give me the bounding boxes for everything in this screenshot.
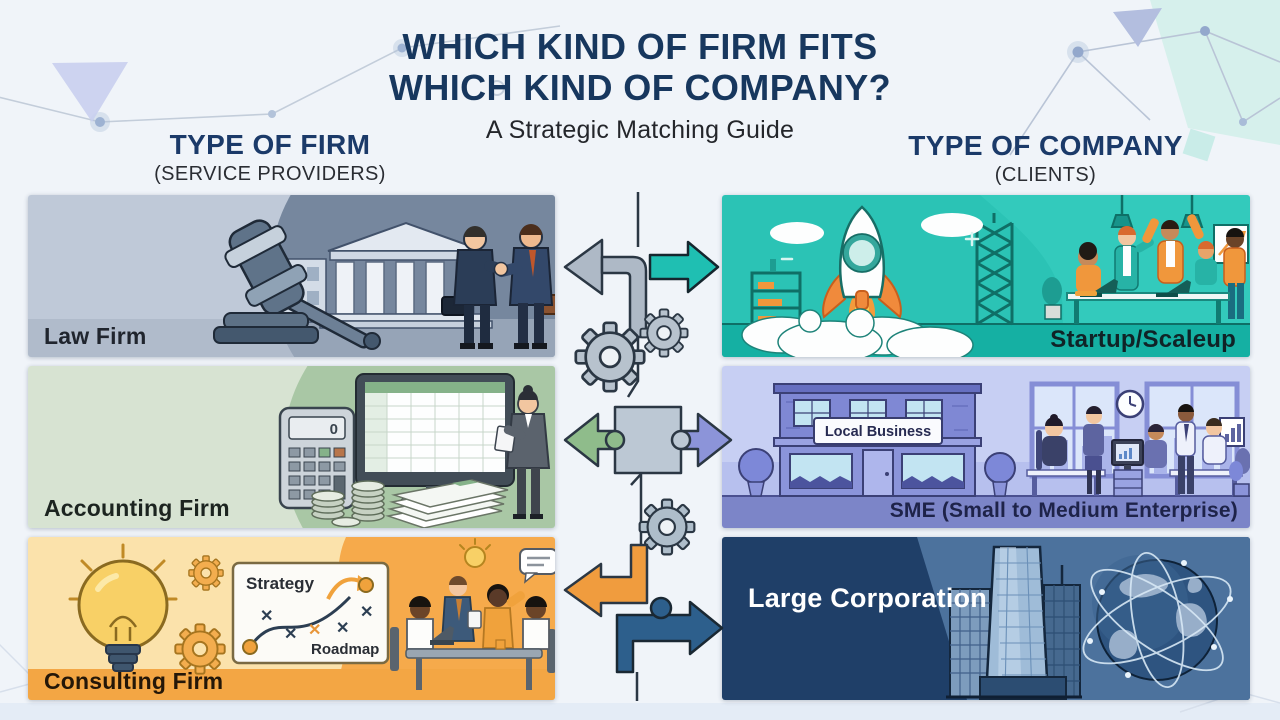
companies-heading: TYPE OF COMPANY: [908, 130, 1183, 161]
connector-row1-arrows: [563, 238, 720, 339]
spreadsheet-monitor-icon: [355, 373, 515, 507]
strategy-roadmap-board: Strategy Roadmap ✕ ✕ ✕ ✕ ✕: [231, 561, 390, 665]
smoke-clouds: [741, 308, 974, 357]
accounting-firm-label: Accounting Firm: [44, 495, 230, 521]
connector-row3-arrows: [563, 543, 724, 674]
local-business-storefront-icon: Local Business: [738, 383, 1016, 497]
report-stack-icon: [385, 479, 509, 528]
accountant-icon: [494, 385, 551, 519]
board-strategy-label: Strategy: [246, 574, 315, 593]
column-header-firms: TYPE OF FIRM (SERVICE PROVIDERS): [85, 129, 455, 186]
card-sme: Local Business: [722, 366, 1250, 528]
law-firm-illustration: [28, 195, 555, 357]
skyscrapers-icon: [946, 545, 1082, 700]
companies-subheading: (CLIENTS): [994, 164, 1097, 186]
calculator-display: 0: [330, 421, 338, 438]
calculator-icon: 0: [278, 406, 356, 510]
card-startup-scaleup: Startup/Scaleup: [722, 195, 1250, 357]
consulting-firm-illustration: Strategy Roadmap ✕ ✕ ✕ ✕ ✕: [28, 537, 555, 700]
storefront-sign: Local Business: [825, 424, 931, 440]
connector-row2-puzzle: [563, 405, 733, 475]
startup-illustration: [722, 195, 1250, 357]
header: WHICH KIND OF FIRM FITS WHICH KIND OF CO…: [0, 26, 1280, 145]
businessmen-handshake-icon: [441, 224, 555, 349]
svg-text:✕: ✕: [284, 626, 297, 643]
svg-text:✕: ✕: [336, 620, 349, 637]
consulting-firm-label: Consulting Firm: [44, 668, 224, 694]
law-firm-label: Law Firm: [44, 323, 147, 349]
svg-text:✕: ✕: [308, 622, 321, 639]
page-title-line1: WHICH KIND OF FIRM FITS: [402, 26, 878, 67]
svg-text:✕: ✕: [260, 608, 273, 625]
gavel-icon: [213, 219, 381, 350]
page-subtitle: A Strategic Matching Guide: [485, 115, 795, 144]
coin-stacks-icon: [311, 480, 385, 528]
consulting-team-meeting: [390, 538, 555, 690]
sme-office-scene: [1026, 381, 1250, 497]
board-roadmap-label: Roadmap: [311, 641, 379, 658]
startup-team: [1042, 195, 1249, 324]
card-law-firm: Law Firm: [28, 195, 555, 357]
svg-text:✕: ✕: [360, 604, 373, 621]
card-accounting-firm: 0: [28, 366, 555, 528]
matching-connectors: [563, 192, 733, 701]
startup-scaleup-label: Startup/Scaleup: [1050, 326, 1236, 353]
card-consulting-firm: Strategy Roadmap ✕ ✕ ✕ ✕ ✕: [28, 537, 555, 700]
sme-illustration: Local Business: [722, 366, 1250, 528]
large-corporation-label: Large Corporation: [748, 583, 987, 613]
firms-heading: TYPE OF FIRM: [169, 129, 371, 160]
lightbulb-icon: [68, 543, 178, 672]
sparkle-icon: [780, 231, 980, 261]
firms-subheading: (SERVICE PROVIDERS): [154, 163, 386, 185]
page-title-line2: WHICH KIND OF COMPANY?: [388, 67, 892, 109]
accounting-firm-illustration: 0: [28, 366, 555, 528]
globe-icon: [1082, 552, 1233, 688]
card-large-corporation: Large Corporation: [722, 537, 1250, 700]
large-corporation-illustration: [722, 537, 1250, 700]
column-header-companies: TYPE OF COMPANY (CLIENTS): [858, 130, 1233, 187]
sme-label: SME (Small to Medium Enterprise): [889, 499, 1238, 522]
